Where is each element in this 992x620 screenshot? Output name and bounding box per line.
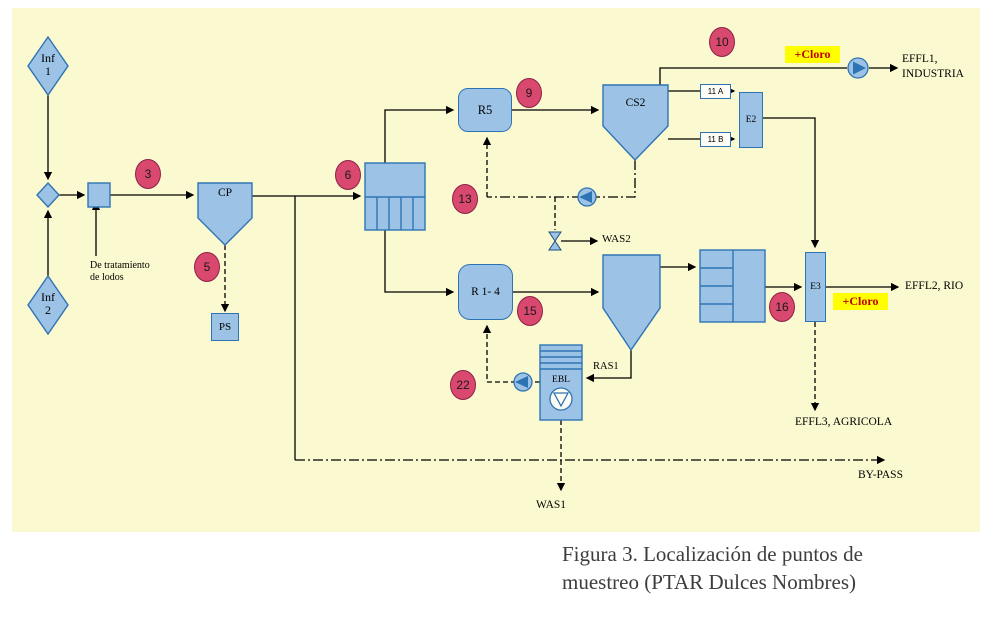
secondary-clarifier-cs2: [602, 84, 669, 162]
junction-diamond: [36, 181, 60, 209]
secondary-clarifier-2: [602, 254, 661, 352]
was2-valve-icon: [548, 231, 562, 251]
e2-box: E2: [739, 92, 763, 148]
ras-pump-icon: [513, 372, 533, 392]
effluent1-label: EFFL1, INDUSTRIA: [902, 52, 964, 82]
reactor-r14-box: R 1- 4: [458, 264, 513, 320]
bypass-label: BY-PASS: [858, 469, 903, 481]
sludge-line2: de lodos: [90, 272, 124, 283]
influent1-diamond: [27, 35, 69, 97]
influent1-label: Inf 1: [28, 52, 68, 78]
primary-clarifier-cp: [197, 182, 253, 246]
influent1-line2: 1: [45, 64, 51, 78]
e3-box: E3: [805, 252, 826, 322]
dashdot-lines: [295, 160, 886, 465]
flow-lines: [43, 63, 900, 460]
recycle-pump-icon: [577, 187, 597, 207]
sample-point-15-badge: 15: [517, 296, 543, 326]
sludge-line1: De tratamiento: [90, 260, 150, 271]
was2-label: WAS2: [602, 233, 631, 245]
chlorine-tag-2: +Cloro: [833, 293, 888, 310]
sample-point-10-badge: 10: [709, 27, 735, 57]
sample-point-3-badge: 3: [135, 159, 161, 189]
splitter-box: [364, 162, 426, 231]
ebl-pump-icon: [549, 387, 573, 411]
caption-line2: muestreo (PTAR Dulces Nombres): [562, 569, 857, 594]
cp-label: CP: [217, 187, 233, 199]
figure-caption: Figura 3. Localización de puntos de mues…: [562, 541, 982, 596]
influent2-line1: Inf: [41, 290, 55, 304]
caption-line1: Figura 3. Localización de puntos de: [562, 542, 863, 566]
sample-point-22-badge: 22: [450, 370, 476, 400]
process-shapes: [27, 35, 766, 421]
sample-point-6-badge: 6: [335, 160, 361, 190]
influent2-label: Inf 2: [28, 291, 68, 317]
was1-label: WAS1: [536, 499, 567, 511]
chlorine-tag-1: +Cloro: [785, 46, 840, 63]
effl1-line1: EFFL1,: [902, 53, 938, 65]
effluent3-label: EFFL3, AGRICOLA: [795, 416, 893, 428]
filter-box: [699, 249, 766, 323]
chlorine-pump-icon: [847, 57, 869, 79]
sample-point-9-badge: 9: [516, 78, 542, 108]
cs2-label: CS2: [625, 97, 646, 109]
sample-point-16-badge: 16: [769, 292, 795, 322]
ebl-label: EBL: [552, 375, 570, 385]
screen-box: [87, 182, 111, 208]
sample-point-5-badge: 5: [194, 252, 220, 282]
influent2-diamond: [27, 274, 69, 336]
reactor-r5-box: R5: [458, 88, 512, 132]
sludge-treatment-label: De tratamiento de lodos: [90, 260, 150, 284]
influent1-line1: Inf: [41, 51, 55, 65]
influent2-line2: 2: [45, 303, 51, 317]
pumps: [513, 57, 869, 411]
effluent2-label: EFFL2, RIO: [905, 280, 964, 292]
sample-point-13-badge: 13: [452, 184, 478, 214]
ras1-label: RAS1: [593, 361, 619, 372]
ps-box: PS: [211, 313, 239, 341]
sample-point-11b-box: 11 B: [700, 132, 731, 147]
effl1-line2: INDUSTRIA: [902, 68, 964, 80]
sample-point-11a-box: 11 A: [700, 84, 731, 99]
